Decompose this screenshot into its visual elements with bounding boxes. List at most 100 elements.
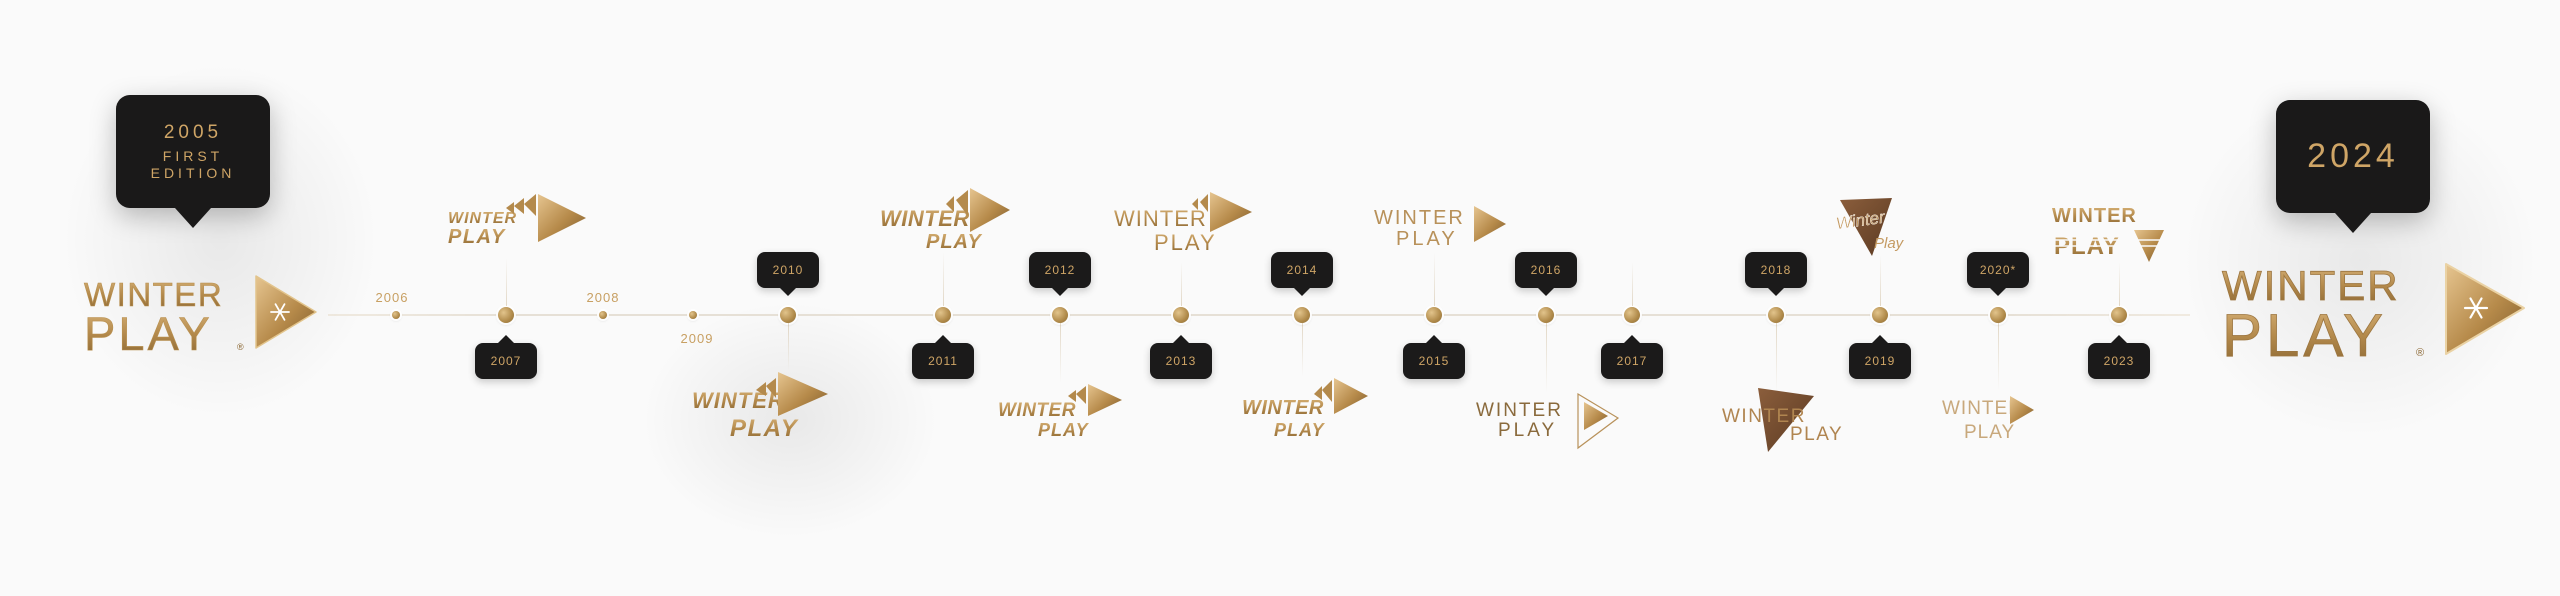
- year-tag-2010: 2010: [757, 252, 819, 296]
- logo-2018-word2: PLAY: [1790, 424, 1843, 445]
- stem-2019: [1880, 255, 1881, 306]
- logo-2010-word1: WINTER: [692, 388, 785, 413]
- year-tag-2016: 2016: [1515, 252, 1577, 296]
- logo-2015-word1: WINTER: [1374, 207, 1465, 229]
- logo-2018-word1: WINTER: [1722, 406, 1806, 427]
- play-triangle-icon: [1088, 384, 1122, 416]
- stem-2014: [1302, 323, 1303, 377]
- logo-2023-word1: WINTER: [2052, 205, 2137, 227]
- logo-2013-word2: PLAY: [1154, 230, 1217, 255]
- play-triangle-icon: [2010, 396, 2034, 424]
- year-label-2008: 2008: [586, 290, 620, 305]
- first-edition-year: 2005: [163, 121, 223, 143]
- stem-2018: [1776, 323, 1777, 393]
- logo-2024-registered: ®: [2416, 347, 2424, 359]
- fast-forward-chevrons-icon: [506, 194, 536, 216]
- stem-2017: [1632, 262, 1633, 306]
- stem-2013: [1181, 262, 1182, 306]
- year-tag-2013: 2013: [1150, 335, 1212, 379]
- year-tag-2014: 2014: [1271, 252, 1333, 296]
- stem-2015: [1434, 252, 1435, 306]
- year-tag-2011: 2011: [912, 335, 974, 379]
- year-tag-2007: 2007: [475, 335, 537, 379]
- dot-2008: [599, 311, 607, 319]
- logo-2011-word1: WINTER: [880, 206, 970, 231]
- year-tag-2012: 2012: [1029, 252, 1091, 296]
- play-triangle-icon: [1840, 198, 1892, 256]
- dot-2015: [1426, 307, 1442, 323]
- fast-forward-chevrons-icon: [1314, 380, 1332, 402]
- logo-2019-word2: Play: [1874, 235, 1905, 252]
- year-tag-2023: 2023: [2088, 335, 2150, 379]
- logo-2012: WINTER PLAY: [996, 380, 1136, 446]
- stem-2012: [1060, 323, 1061, 383]
- stem-2010: [788, 323, 789, 371]
- dot-2017: [1624, 307, 1640, 323]
- dot-2007: [498, 307, 514, 323]
- logo-2023: WINTER PLAY: [2050, 196, 2180, 266]
- timeline-axis: [328, 314, 2190, 316]
- play-triangle-icon: [1758, 388, 1814, 452]
- stripe-lines: [2050, 239, 2180, 247]
- logo-2015-word2: PLAY: [1396, 228, 1458, 250]
- year-tag-2019: 2019: [1849, 335, 1911, 379]
- logo-2015: WINTER PLAY: [1372, 200, 1512, 256]
- fast-forward-chevrons-icon: [1192, 194, 1208, 212]
- logo-2005: WINTER PLAY ®: [84, 272, 324, 362]
- current-edition-bubble: 2024: [2276, 100, 2430, 233]
- dot-2010: [780, 307, 796, 323]
- first-edition-label: FIRST EDITION: [151, 148, 236, 182]
- logo-2024-word1: WINTER: [2222, 262, 2400, 309]
- dot-2006: [392, 311, 400, 319]
- logo-2020: WINTER PLAY: [1940, 392, 2070, 448]
- stem-2023: [2119, 262, 2120, 306]
- dot-2011: [935, 307, 951, 323]
- year-tag-2020: 2020*: [1967, 252, 2029, 296]
- play-triangle-icon: [1334, 378, 1368, 414]
- logo-2011: WINTER PLAY: [878, 186, 1028, 256]
- dot-2013: [1173, 307, 1189, 323]
- logo-2005-word1: WINTER: [84, 276, 223, 313]
- logo-2007-word1: WINTER: [448, 210, 517, 227]
- play-triangle-icon: [778, 372, 828, 416]
- logo-2005-registered: ®: [237, 342, 244, 352]
- logo-2012-word2: PLAY: [1038, 420, 1090, 440]
- logo-2014-word1: WINTER: [1242, 397, 1324, 419]
- dot-2020: [1990, 307, 2006, 323]
- snowflake-icon: [2463, 297, 2489, 319]
- stem-2007: [506, 258, 507, 306]
- stem-2011: [943, 252, 944, 306]
- snowflake-icon: [270, 303, 290, 321]
- play-triangle-icon: [1577, 392, 1620, 450]
- fast-forward-chevrons-icon: [946, 190, 968, 216]
- year-tag-2017: 2017: [1601, 335, 1663, 379]
- logo-2010: WINTER PLAY: [690, 370, 840, 442]
- logo-2018: WINTER PLAY: [1720, 386, 1860, 452]
- logo-2005-word2: PLAY: [84, 307, 213, 360]
- stem-2020: [1998, 323, 1999, 391]
- fast-forward-chevrons-icon: [756, 378, 776, 398]
- dot-2018: [1768, 307, 1784, 323]
- logo-2024-word2: PLAY: [2222, 302, 2387, 369]
- dot-2023: [2111, 307, 2127, 323]
- logo-2012-word1: WINTER: [998, 400, 1076, 421]
- fast-forward-chevrons-icon: [1068, 386, 1086, 404]
- logo-2020-word1: WINTER: [1942, 398, 2023, 419]
- year-label-2009: 2009: [680, 331, 714, 346]
- logo-2013-word1: WINTER: [1114, 206, 1207, 231]
- first-edition-bubble: 2005 FIRST EDITION: [116, 95, 270, 228]
- dot-2014: [1294, 307, 1310, 323]
- logo-2011-word2: PLAY: [926, 231, 983, 253]
- logo-2024: WINTER PLAY ®: [2222, 258, 2542, 370]
- play-triangle-icon: [970, 188, 1010, 232]
- dot-2019: [1872, 307, 1888, 323]
- logo-2016: WINTER PLAY: [1474, 392, 1634, 456]
- year-tag-2015: 2015: [1403, 335, 1465, 379]
- dot-2016: [1538, 307, 1554, 323]
- year-label-2006: 2006: [375, 290, 409, 305]
- first-edition-label-line2: EDITION: [150, 164, 236, 181]
- year-tag-2018: 2018: [1745, 252, 1807, 296]
- current-edition-year: 2024: [2307, 137, 2399, 175]
- stem-2016: [1546, 323, 1547, 393]
- logo-2013: WINTER PLAY: [1112, 186, 1262, 256]
